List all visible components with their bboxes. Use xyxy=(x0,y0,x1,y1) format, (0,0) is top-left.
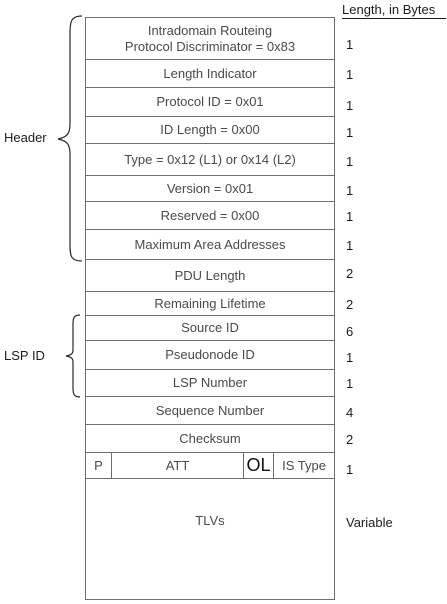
protocol-discriminator-line1: Intradomain Routeing xyxy=(147,22,273,38)
sequence-number-field: Sequence Number xyxy=(85,396,335,425)
header-group-label: Header xyxy=(4,130,47,145)
pseudonode-id-field: Pseudonode ID xyxy=(85,340,335,370)
length-value: 1 xyxy=(346,183,354,198)
protocol-discriminator-field: Intradomain Routeing Protocol Discrimina… xyxy=(85,17,335,60)
header-brace xyxy=(57,15,83,262)
length-column-header: Length, in Bytes xyxy=(342,2,436,17)
length-indicator-field: Length Indicator xyxy=(85,59,335,88)
flags-row: P ATT OL IS Type xyxy=(85,452,335,479)
length-value: 1 xyxy=(346,125,354,140)
length-value: Variable xyxy=(346,515,393,530)
lsp-id-brace xyxy=(65,314,81,398)
ol-flag-cell: OL xyxy=(244,453,274,478)
reserved-field: Reserved = 0x00 xyxy=(85,201,335,230)
length-value: 1 xyxy=(346,209,354,224)
remaining-lifetime-field: Remaining Lifetime xyxy=(85,291,335,316)
version-field: Version = 0x01 xyxy=(85,175,335,202)
length-value: 1 xyxy=(346,154,354,169)
lsp-id-group-label: LSP ID xyxy=(4,348,45,363)
lsp-number-field: LSP Number xyxy=(85,369,335,397)
type-field: Type = 0x12 (L1) or 0x14 (L2) xyxy=(85,143,335,176)
length-value: 1 xyxy=(346,462,354,477)
length-value: 1 xyxy=(346,350,354,365)
p-flag-cell: P xyxy=(86,453,112,478)
tlvs-label: TLVs xyxy=(195,513,225,528)
is-type-cell: IS Type xyxy=(282,458,326,473)
length-value: 1 xyxy=(346,37,354,52)
length-value: 1 xyxy=(346,67,354,82)
length-value: 2 xyxy=(346,432,354,447)
att-flag-cell: ATT xyxy=(112,453,244,478)
protocol-id-field: Protocol ID = 0x01 xyxy=(85,87,335,117)
maximum-area-addresses-field: Maximum Area Addresses xyxy=(85,229,335,260)
length-value: 1 xyxy=(346,98,354,113)
id-length-field: ID Length = 0x00 xyxy=(85,116,335,144)
length-value: 1 xyxy=(346,238,354,253)
checksum-field: Checksum xyxy=(85,424,335,453)
tlvs-field: TLVs xyxy=(85,478,335,600)
length-value: 6 xyxy=(346,324,354,339)
protocol-discriminator-line2: Protocol Discriminator = 0x83 xyxy=(124,38,296,54)
length-value: 4 xyxy=(346,405,354,420)
pdu-length-field: PDU Length xyxy=(85,259,335,292)
source-id-field: Source ID xyxy=(85,315,335,341)
length-header-underline xyxy=(342,18,446,19)
length-value: 1 xyxy=(346,376,354,391)
length-value: 2 xyxy=(346,297,354,312)
length-value: 2 xyxy=(346,266,354,281)
